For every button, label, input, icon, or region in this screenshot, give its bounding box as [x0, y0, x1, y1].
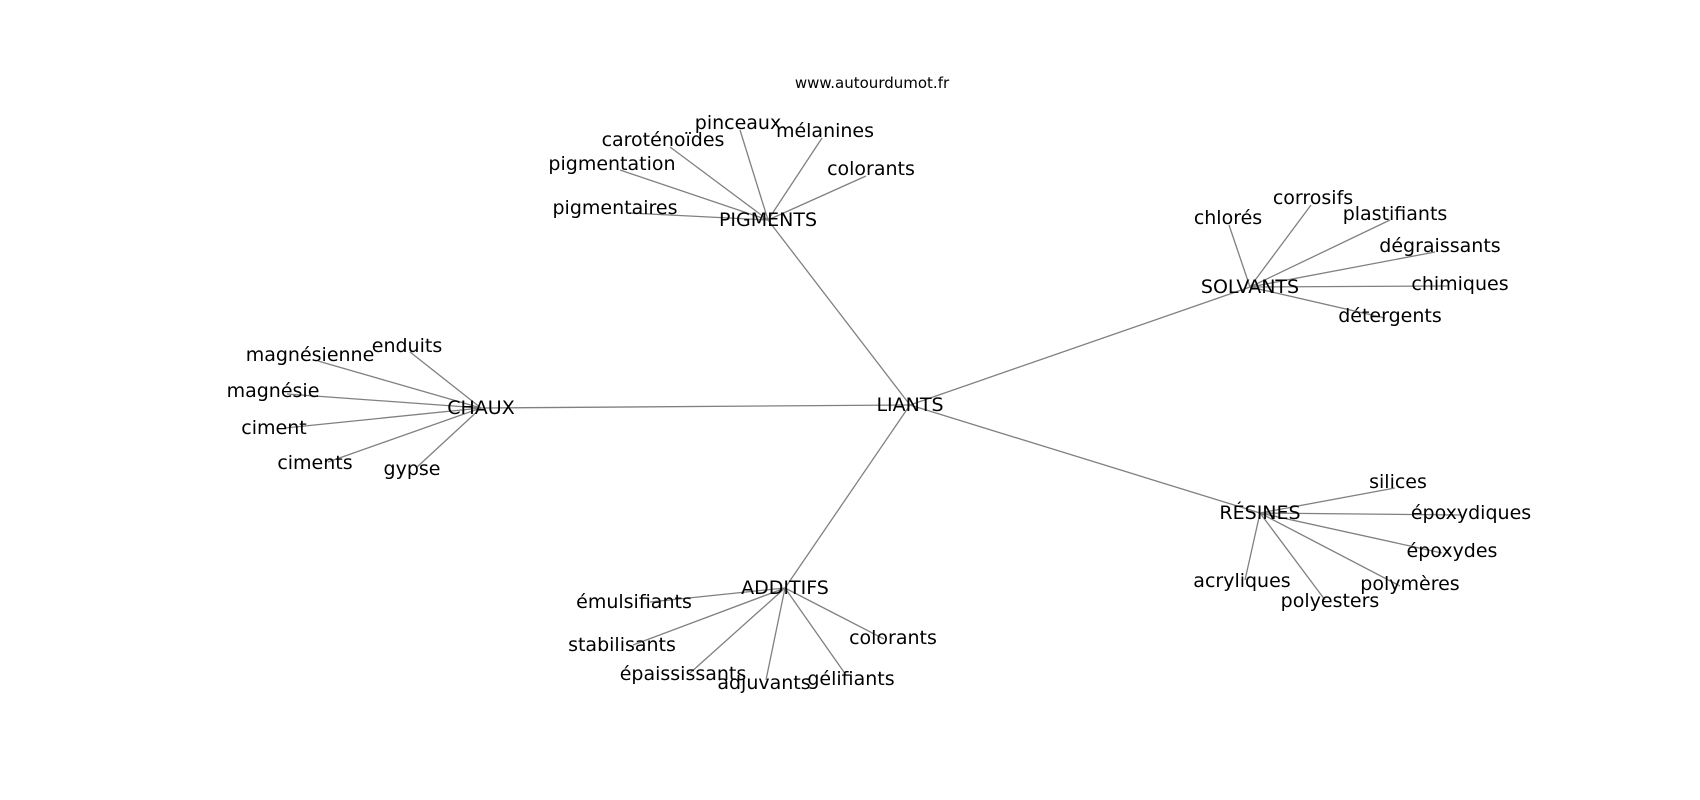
node-chaux-ciment: ciment [241, 417, 306, 439]
edge-additifs-epaississants [689, 587, 786, 674]
edge-resines-polyesters [1259, 512, 1326, 601]
node-additifs-colorants: colorants [849, 627, 937, 649]
edge-additifs-stabilisants [632, 587, 786, 646]
edge-chaux-ciment [284, 407, 482, 429]
node-resines-epoxydes: époxydes [1407, 540, 1498, 562]
edge-pigments-melanines [767, 137, 823, 221]
edge-pigments-colorants [767, 175, 867, 221]
edge-chaux-ciments [327, 407, 482, 463]
node-resines-acryliques: acryliques [1193, 570, 1290, 592]
node-additifs-stabilisants: stabilisants [568, 634, 676, 656]
node-solvants: SOLVANTS [1201, 276, 1299, 298]
node-solvants-chlores: chlorés [1194, 207, 1262, 229]
edge-solvants-detergents [1249, 286, 1386, 319]
node-pigments-pinceaux: pinceaux [695, 112, 781, 134]
edge-liants-pigments [767, 219, 911, 406]
node-chaux-enduits: enduits [372, 335, 442, 357]
node-chaux-gypse: gypse [384, 458, 441, 480]
node-additifs-emulsifiants: émulsifiants [576, 591, 692, 613]
edge-solvants-corrosifs [1249, 204, 1312, 288]
node-solvants-chimiques: chimiques [1411, 273, 1508, 295]
node-pigments-colorants: colorants [827, 158, 915, 180]
node-solvants-plastifiants: plastifiants [1343, 203, 1448, 225]
node-solvants-detergents: détergents [1338, 305, 1442, 327]
edge-chaux-magnesienne [317, 360, 482, 409]
edge-pigments-pigmentaires [629, 212, 769, 221]
graph-edges [284, 129, 1461, 681]
node-liants: LIANTS [876, 394, 943, 416]
edge-resines-polymeres [1259, 512, 1401, 587]
edge-resines-acryliques [1244, 512, 1261, 581]
node-additifs-adjuvants: adjuvants [717, 672, 810, 694]
node-pigments-pigmentaires: pigmentaires [553, 197, 678, 219]
edge-solvants-plastifiants [1249, 219, 1391, 288]
edge-liants-chaux [480, 404, 911, 409]
edge-additifs-emulsifiants [649, 587, 786, 603]
node-pigments-carotenoides: caroténoïdes [602, 129, 725, 151]
node-additifs-epaississants: épaississants [620, 663, 747, 685]
edge-additifs-gelifiants [784, 587, 847, 676]
node-chaux-magnesienne: magnésienne [246, 344, 375, 366]
edge-solvants-degraissants [1249, 251, 1436, 288]
node-resines-polymeres: polymères [1360, 573, 1459, 595]
edge-liants-solvants [909, 286, 1251, 406]
edge-solvants-chimiques [1249, 285, 1449, 288]
edge-chaux-enduits [409, 351, 482, 409]
node-solvants-degraissants: dégraissants [1379, 235, 1500, 257]
node-pigments: PIGMENTS [719, 209, 817, 231]
edge-additifs-colorants [784, 587, 885, 640]
node-chaux: CHAUX [447, 397, 514, 419]
node-pigments-pigmentation: pigmentation [548, 153, 675, 175]
node-chaux-ciments: ciments [277, 452, 352, 474]
node-resines-silices: silices [1369, 471, 1427, 493]
edge-liants-additifs [784, 404, 911, 589]
node-additifs-gelifiants: gélifiants [807, 668, 894, 690]
node-resines-polyesters: polyesters [1281, 590, 1380, 612]
node-solvants-corrosifs: corrosifs [1273, 187, 1353, 209]
watermark: www.autourdumot.fr [795, 74, 950, 92]
edge-resines-silices [1259, 487, 1396, 514]
edge-liants-resines [909, 404, 1261, 514]
edge-pigments-pigmentation [619, 169, 769, 221]
edge-resines-epoxydes [1259, 512, 1443, 554]
edge-resines-epoxydiques [1259, 512, 1461, 516]
edge-chaux-gypse [415, 407, 482, 469]
edge-chaux-magnesie [286, 393, 482, 409]
node-resines-epoxydiques: époxydiques [1411, 502, 1531, 524]
node-pigments-melanines: mélanines [776, 120, 874, 142]
node-resines: RÉSINES [1219, 501, 1300, 524]
edge-pigments-carotenoides [669, 146, 769, 221]
node-additifs: ADDITIFS [741, 577, 829, 599]
edge-pigments-pinceaux [739, 129, 769, 221]
node-chaux-magnesie: magnésie [227, 380, 320, 402]
edge-additifs-adjuvants [765, 587, 786, 681]
edge-solvants-chlores [1228, 224, 1251, 288]
